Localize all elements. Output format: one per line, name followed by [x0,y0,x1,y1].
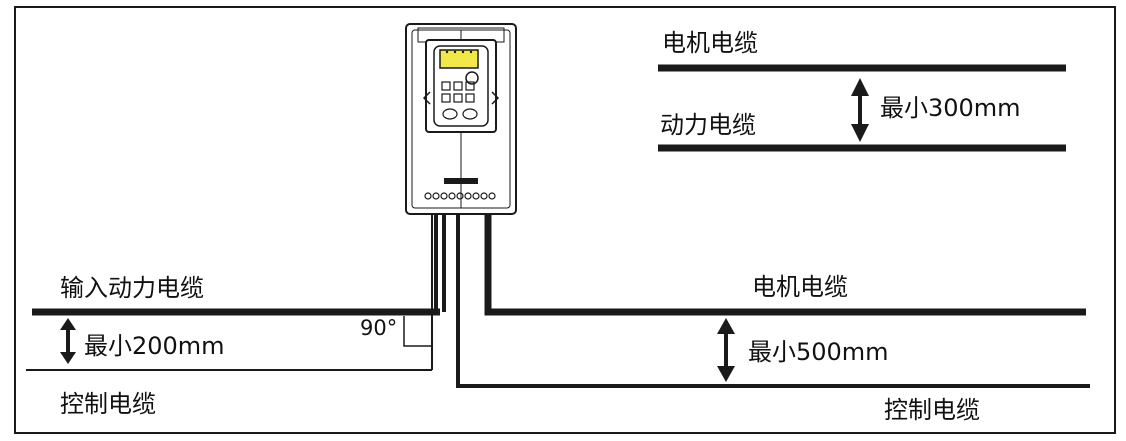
label-min-300: 最小300mm [880,94,1021,122]
label-min-500: 最小500mm [748,338,889,366]
motor-cable-right-line [484,214,1086,316]
label-angle-90: 90° [360,316,398,340]
spacing-500-arrow-icon [717,318,735,382]
label-input-power-cable: 输入动力电缆 [60,274,204,302]
label-motor-cable-top: 电机电缆 [662,29,758,57]
label-motor-cable-right: 电机电缆 [752,273,848,301]
label-control-cable-right: 控制电缆 [884,396,980,424]
spacing-200-arrow-icon [60,318,76,364]
keypad-display [439,49,479,69]
label-control-cable-left: 控制电缆 [60,390,156,418]
control-cable-right-line [456,210,1090,388]
inverter-drive-icon [405,23,517,215]
right-angle-marker [403,316,432,347]
spacing-300-arrow-icon [851,78,869,142]
diagram-frame [14,6,1116,434]
label-power-cable-top: 动力电缆 [660,111,756,139]
label-min-200: 最小200mm [84,332,225,360]
